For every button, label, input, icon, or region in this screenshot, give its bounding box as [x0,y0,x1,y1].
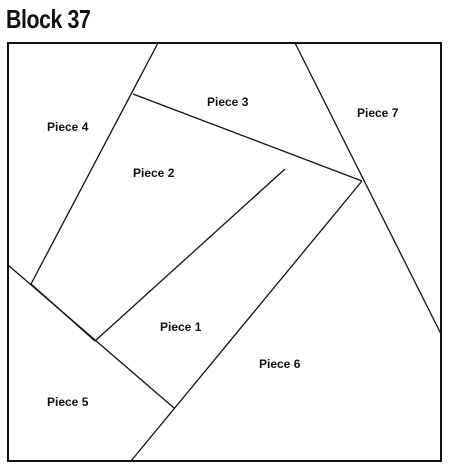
piece-label-4: Piece 4 [47,120,89,134]
piece-label-2: Piece 2 [133,166,175,180]
seam-piece6-top [130,180,363,462]
block-frame [7,42,442,462]
piece-label-1: Piece 1 [160,320,202,334]
seam-piece7-left [294,42,442,335]
piece-label-5: Piece 5 [47,395,89,409]
seam-piece5-top [7,264,175,409]
piece-label-6: Piece 6 [259,357,301,371]
seam-piece1-left [94,168,286,342]
seam-piece2-top [132,93,363,182]
piece-label-3: Piece 3 [207,95,249,109]
piece-label-7: Piece 7 [357,106,399,120]
block-title: Block 37 [6,4,91,34]
seam-piece4-left [30,42,159,285]
